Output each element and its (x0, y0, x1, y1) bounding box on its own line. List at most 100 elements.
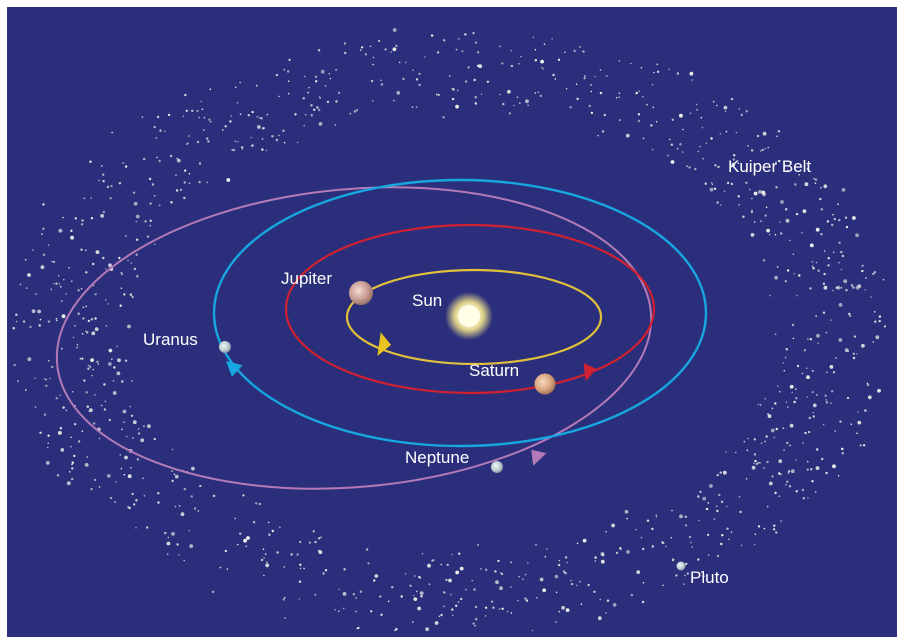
kuiper-belt-object (267, 521, 270, 524)
kuiper-belt-object (178, 554, 180, 556)
kuiper-belt-object (80, 287, 83, 290)
kuiper-belt-object (499, 586, 503, 591)
jupiter-icon (349, 281, 373, 305)
kuiper-belt-object (791, 323, 795, 327)
kuiper-belt-object (697, 558, 700, 561)
kuiper-belt-object (197, 510, 200, 512)
kuiper-belt-object (164, 130, 166, 133)
kuiper-belt-object (55, 282, 58, 285)
kuiper-belt-object (590, 111, 594, 115)
kuiper-belt-object (158, 159, 161, 163)
kuiper-belt-object (70, 229, 73, 232)
kuiper-belt-object (207, 140, 210, 143)
kuiper-belt-object (817, 342, 819, 344)
kuiper-belt-object (724, 110, 727, 113)
kuiper-belt-object (811, 391, 814, 393)
kuiper-belt-object (45, 378, 47, 381)
kuiper-belt-object (184, 169, 187, 172)
kuiper-belt-object (566, 561, 568, 564)
kuiper-belt-object (27, 357, 32, 362)
kuiper-belt-object (387, 600, 390, 603)
kuiper-belt-object (594, 556, 597, 559)
kuiper-belt-object (490, 600, 494, 603)
kuiper-belt-object (778, 459, 783, 464)
kuiper-belt-object (108, 362, 112, 366)
kuiper-belt-object (40, 265, 45, 270)
kuiper-belt-object (116, 371, 121, 376)
kuiper-belt-object (670, 160, 675, 164)
kuiper-belt-object (789, 239, 791, 242)
kuiper-belt-object (718, 493, 721, 497)
kuiper-belt-object (805, 367, 808, 370)
kuiper-belt-object (878, 315, 882, 318)
kuiper-belt-object (106, 185, 110, 189)
kuiper-belt-object (691, 79, 693, 81)
kuiper-belt-object (130, 262, 133, 264)
kuiper-belt-object (467, 66, 470, 69)
kuiper-belt-object (738, 496, 741, 498)
kuiper-belt-object (68, 266, 70, 269)
kuiper-belt-object (764, 398, 767, 400)
kuiper-belt-object (640, 536, 643, 539)
kuiper-belt-object (344, 51, 347, 55)
kuiper-belt-object (109, 496, 113, 500)
kuiper-belt-object (774, 233, 777, 236)
kuiper-belt-object (564, 51, 566, 54)
kuiper-belt-object (413, 597, 418, 601)
kuiper-belt-object (794, 183, 797, 186)
kuiper-belt-object (757, 525, 761, 528)
kuiper-belt-object (88, 365, 92, 368)
kuiper-belt-object (796, 294, 798, 297)
kuiper-belt-object (802, 442, 804, 444)
kuiper-belt-object (19, 283, 22, 286)
kuiper-belt-object (713, 187, 717, 190)
kuiper-belt-object (850, 284, 854, 287)
kuiper-belt-object (576, 542, 579, 545)
kuiper-belt-object (391, 586, 394, 589)
kuiper-belt-object (796, 364, 800, 368)
kuiper-belt-object (380, 613, 383, 616)
kuiper-belt-object (94, 293, 97, 296)
kuiper-belt-object (599, 69, 602, 71)
kuiper-belt-object (77, 289, 80, 292)
kuiper-belt-object (117, 358, 121, 363)
kuiper-belt-object (308, 86, 310, 89)
kuiper-belt-object (764, 440, 766, 443)
kuiper-belt-object (638, 90, 640, 93)
kuiper-belt-object (316, 106, 319, 109)
kuiper-belt-object (200, 100, 202, 103)
kuiper-belt-object (841, 452, 844, 455)
kuiper-belt-object (554, 78, 557, 80)
kuiper-belt-object (302, 97, 305, 100)
kuiper-belt-object (814, 491, 817, 493)
kuiper-belt-object (102, 210, 106, 214)
kuiper-belt-object (759, 150, 762, 152)
kuiper-belt-object (137, 432, 141, 435)
kuiper-belt-object (618, 96, 620, 98)
kuiper-belt-object (651, 148, 654, 151)
kuiper-belt-object (872, 272, 875, 276)
kuiper-belt-object (173, 473, 176, 476)
kuiper-belt-object (398, 61, 401, 64)
kuiper-belt-object (780, 520, 782, 522)
kuiper-belt-object (123, 421, 125, 424)
kuiper-belt-object (820, 208, 823, 211)
kuiper-belt-object (287, 92, 290, 95)
kuiper-belt-object (838, 338, 843, 342)
kuiper-belt-object (284, 617, 286, 619)
kuiper-belt-object (442, 116, 445, 119)
kuiper-belt-object (665, 545, 667, 548)
kuiper-belt-object (108, 348, 113, 353)
kuiper-belt-object (841, 447, 844, 451)
kuiper-belt-object (264, 553, 267, 555)
kuiper-belt-object (477, 64, 480, 67)
kuiper-belt-object (97, 363, 100, 365)
kuiper-belt-object (847, 350, 849, 353)
kuiper-belt-object (757, 403, 760, 406)
kuiper-belt-object (71, 280, 73, 283)
kuiper-belt-object (552, 73, 555, 77)
kuiper-belt-object (157, 501, 160, 504)
kuiper-belt-object (130, 467, 132, 469)
kuiper-belt-object (284, 596, 286, 599)
kuiper-belt-object (852, 352, 855, 355)
